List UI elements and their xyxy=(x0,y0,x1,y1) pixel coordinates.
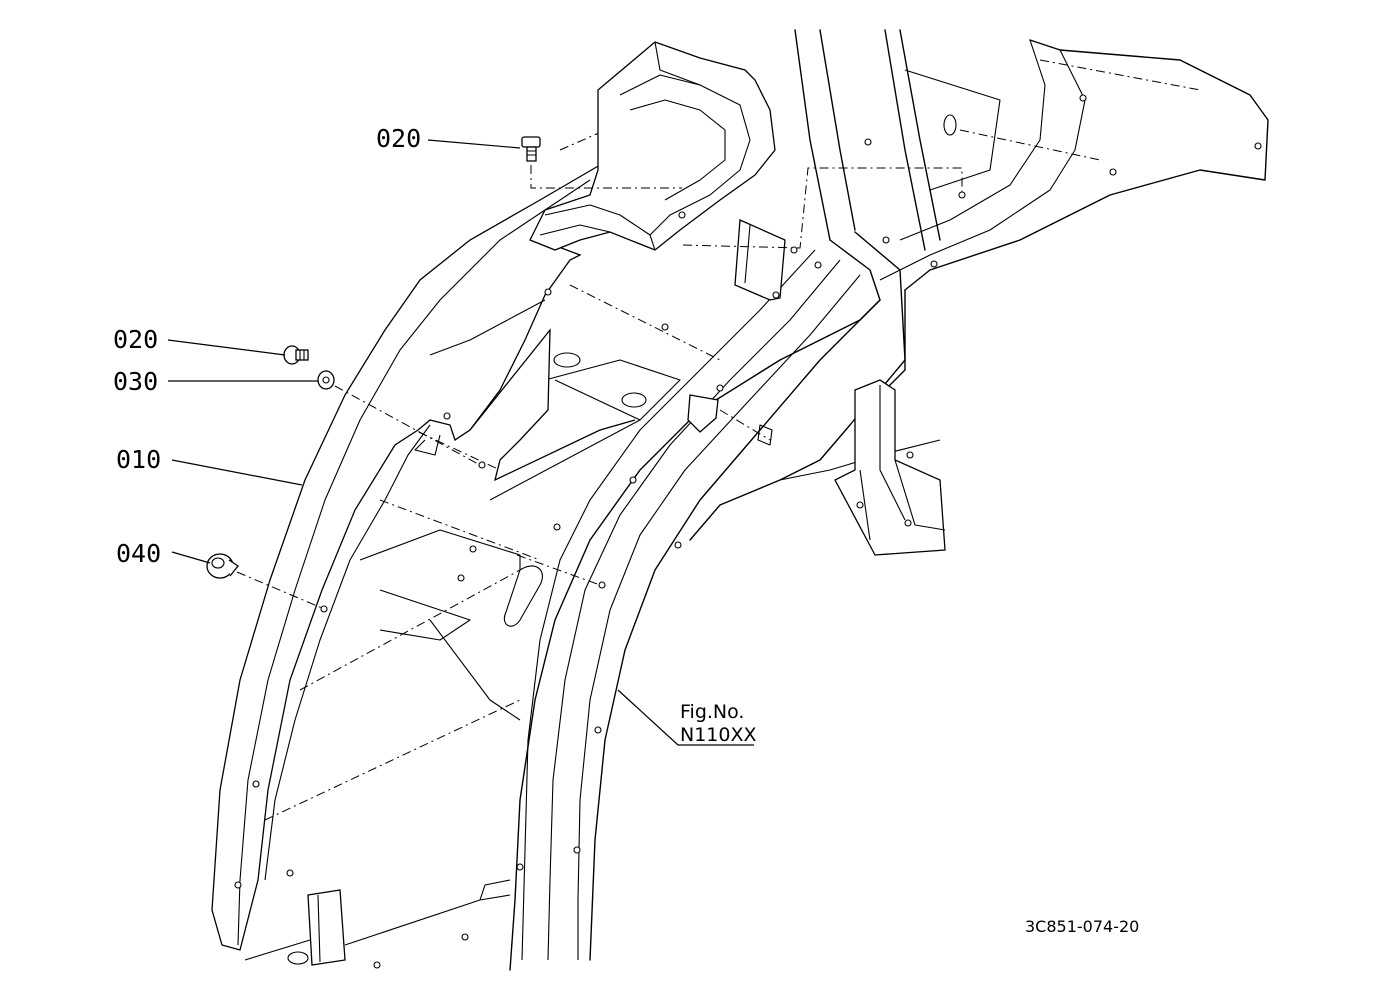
cab-frame xyxy=(509,29,1269,971)
mounting-holes xyxy=(234,94,1262,969)
figure-reference-number: N110XX xyxy=(680,724,757,746)
callout-leaders xyxy=(167,139,754,746)
assembly-lines xyxy=(236,165,963,609)
figure-reference-label: Fig.No. xyxy=(680,701,744,723)
callout-040: 040 xyxy=(116,539,161,568)
washer-030 xyxy=(317,370,335,390)
clip-040 xyxy=(206,553,239,579)
callout-020-top: 020 xyxy=(376,124,421,153)
callout-010: 010 xyxy=(116,445,161,474)
bolt-020-middle xyxy=(283,345,309,365)
duct-bracket xyxy=(529,41,786,301)
callout-030: 030 xyxy=(113,367,158,396)
callout-020-middle: 020 xyxy=(113,325,158,354)
bolt-020-top xyxy=(521,136,541,162)
fender-panel-010 xyxy=(211,164,636,951)
drawing-code: 3C851-074-20 xyxy=(1025,917,1139,936)
